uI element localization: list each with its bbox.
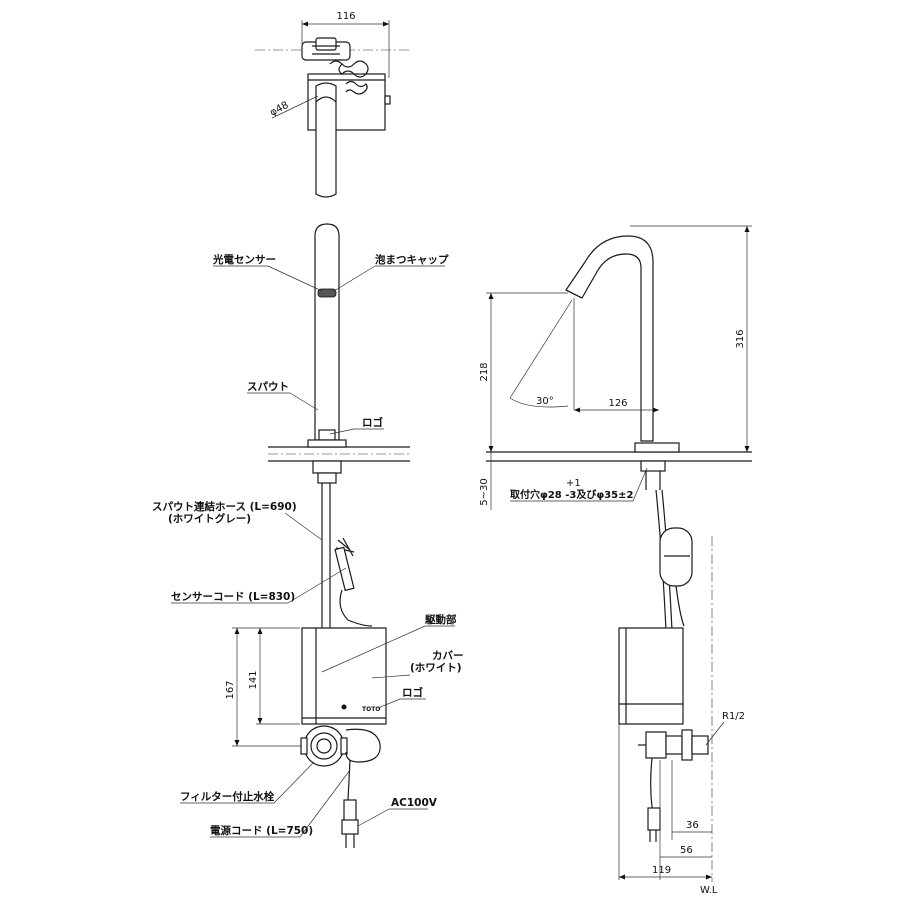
dim-218: 218 — [479, 362, 490, 381]
dim-116: 116 — [336, 11, 355, 22]
label-cover-2: (ホワイト) — [410, 662, 462, 674]
label-spout: スパウト — [247, 381, 289, 393]
top-view: 116 φ48 — [255, 11, 412, 198]
dim-wl: W.L — [700, 885, 718, 896]
label-photo-sensor: 光電センサー — [212, 253, 276, 266]
photo-sensor — [317, 288, 337, 298]
dim-119: 119 — [652, 865, 671, 876]
label-hose-2: (ホワイトグレー) — [168, 512, 251, 525]
label-cover-1: カバー — [432, 650, 464, 662]
dim-mount-hole: 取付穴φ28 -3及びφ35±2 — [510, 488, 633, 501]
front-labels: 光電センサー 泡まつキャップ スパウト ロゴ スパウト連結ホース (L=690)… — [152, 253, 464, 838]
side-view: 30° 126 218 316 5~30 +1 取付穴φ28 -3及びφ35±2 — [479, 225, 752, 896]
dim-r12: R1/2 — [722, 711, 745, 722]
brand-mark: TOTO — [362, 706, 380, 713]
label-foam-cap: 泡まつキャップ — [375, 253, 449, 266]
label-filter-valve: フィルター付止水栓 — [180, 790, 275, 803]
label-power-cord: 電源コード (L=750) — [210, 824, 313, 837]
label-sensor-cord: センサーコード (L=830) — [171, 591, 295, 603]
dim-mount-tolerance: +1 — [566, 478, 581, 489]
front-view: TOTO 167 141 — [225, 223, 410, 848]
dim-141: 141 — [248, 670, 259, 689]
dim-56: 56 — [680, 845, 693, 856]
dim-126: 126 — [608, 398, 627, 409]
dim-36: 36 — [686, 820, 699, 831]
label-logo-2: ロゴ — [402, 686, 423, 699]
label-logo-1: ロゴ — [362, 416, 383, 429]
dim-d48: φ48 — [268, 100, 290, 119]
label-ac100v: AC100V — [391, 797, 438, 809]
dim-angle: 30° — [536, 396, 554, 407]
dim-5-30: 5~30 — [479, 478, 490, 505]
dim-316: 316 — [735, 329, 746, 348]
dim-167: 167 — [225, 680, 236, 699]
label-hose-1: スパウト連結ホース (L=690) — [152, 500, 297, 513]
label-drive-unit: 駆動部 — [425, 613, 457, 626]
